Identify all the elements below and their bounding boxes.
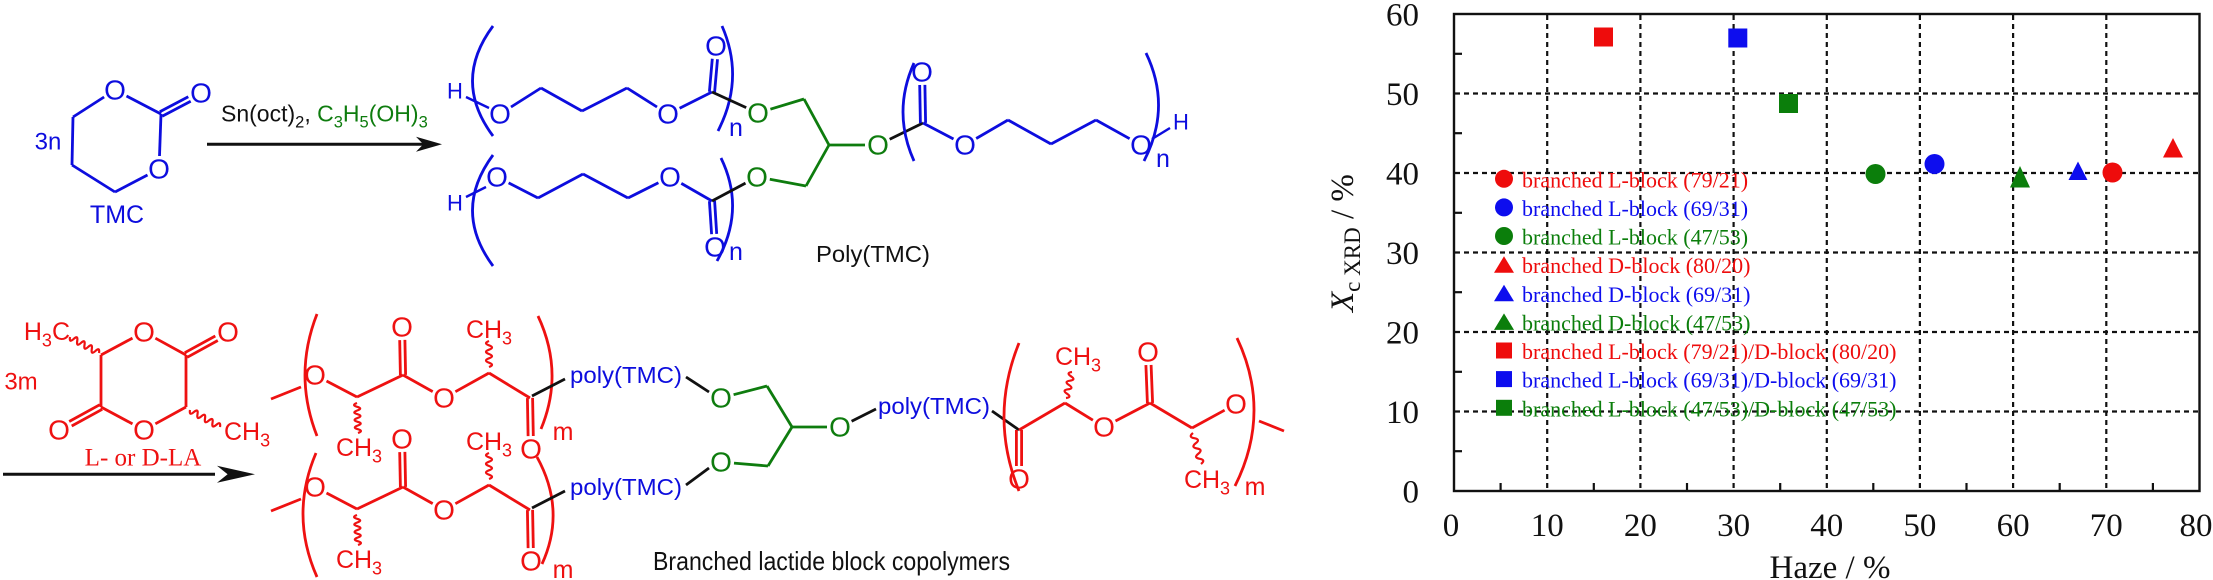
svg-text:m: m	[553, 418, 574, 446]
svg-text:O: O	[304, 472, 326, 503]
svg-text:40: 40	[1810, 508, 1843, 544]
svg-text:0: 0	[1443, 508, 1460, 544]
svg-text:branched D-block (47/53): branched D-block (47/53)	[1522, 310, 1750, 335]
svg-text:n: n	[729, 114, 743, 142]
svg-text:O: O	[217, 317, 239, 348]
svg-text:O: O	[867, 130, 889, 161]
svg-text:O: O	[746, 162, 768, 193]
svg-text:O: O	[659, 162, 681, 193]
svg-text:10: 10	[1531, 508, 1564, 544]
svg-text:O: O	[433, 495, 455, 526]
svg-text:O: O	[148, 154, 170, 185]
svg-text:30: 30	[1717, 508, 1750, 544]
svg-text:CH3: CH3	[1055, 343, 1101, 376]
svg-text:m: m	[553, 556, 574, 580]
svg-text:10: 10	[1386, 395, 1419, 431]
svg-text:O: O	[391, 312, 413, 343]
svg-text:30: 30	[1386, 236, 1419, 272]
svg-text:O: O	[133, 415, 155, 446]
svg-text:O: O	[1225, 389, 1247, 420]
svg-text:O: O	[520, 546, 542, 577]
svg-text:O: O	[104, 75, 126, 106]
svg-text:branched L-block (47/53)/D-blo: branched L-block (47/53)/D-block (47/53)	[1522, 396, 1897, 421]
svg-text:m: m	[1245, 473, 1266, 501]
svg-text:O: O	[433, 383, 455, 414]
svg-text:Branched lactide block copolym: Branched lactide block copolymers	[653, 546, 1010, 576]
svg-text:Poly(TMC): Poly(TMC)	[816, 241, 930, 267]
svg-text:H3C: H3C	[24, 318, 70, 351]
svg-text:O: O	[710, 447, 732, 478]
svg-text:O: O	[657, 99, 679, 130]
svg-text:CH3: CH3	[466, 428, 512, 461]
svg-text:O: O	[489, 99, 511, 130]
svg-text:CH3: CH3	[1184, 466, 1230, 499]
svg-text:branched D-block (69/31): branched D-block (69/31)	[1522, 282, 1750, 307]
svg-text:CH3: CH3	[224, 418, 270, 451]
svg-text:O: O	[133, 317, 155, 348]
svg-text:O: O	[391, 424, 413, 455]
svg-text:50: 50	[1903, 508, 1936, 544]
svg-text:20: 20	[1386, 316, 1419, 352]
svg-text:branched L-block (79/21)/D-blo: branched L-block (79/21)/D-block (80/20)	[1522, 339, 1897, 364]
svg-text:poly(TMC): poly(TMC)	[570, 474, 682, 500]
svg-text:L- or D-LA: L- or D-LA	[85, 445, 202, 472]
svg-text:3m: 3m	[4, 369, 37, 396]
svg-text:O: O	[486, 162, 508, 193]
svg-text:CH3: CH3	[336, 434, 382, 467]
svg-text:TMC: TMC	[90, 201, 144, 229]
svg-text:n: n	[1156, 145, 1170, 173]
svg-text:60: 60	[1386, 0, 1419, 34]
svg-text:40: 40	[1386, 157, 1419, 193]
svg-text:O: O	[304, 360, 326, 391]
svg-text:branched L-block (69/31)/D-blo: branched L-block (69/31)/D-block (69/31)	[1522, 368, 1897, 393]
svg-text:O: O	[911, 57, 933, 88]
svg-text:branched L-block (79/21): branched L-block (79/21)	[1522, 167, 1748, 192]
svg-text:branched L-block (69/31): branched L-block (69/31)	[1522, 196, 1748, 221]
svg-text:20: 20	[1624, 508, 1657, 544]
svg-text:O: O	[829, 412, 851, 443]
svg-text:3n: 3n	[35, 129, 62, 156]
svg-text:O: O	[1093, 412, 1115, 443]
svg-text:CH3: CH3	[466, 316, 512, 349]
svg-text:CH3: CH3	[336, 546, 382, 579]
svg-text:H: H	[447, 191, 463, 216]
svg-text:O: O	[190, 78, 212, 109]
svg-text:O: O	[747, 98, 769, 129]
svg-text:O: O	[1130, 130, 1152, 161]
svg-text:O: O	[1137, 337, 1159, 368]
svg-text:poly(TMC): poly(TMC)	[570, 362, 682, 388]
svg-text:H: H	[447, 79, 463, 104]
svg-text:branched L-block (47/53): branched L-block (47/53)	[1522, 225, 1748, 250]
svg-text:O: O	[710, 383, 732, 414]
svg-text:O: O	[954, 130, 976, 161]
svg-text:0: 0	[1403, 475, 1420, 511]
svg-text:O: O	[1008, 464, 1030, 495]
svg-text:Sn(oct)2, C3H5(OH)3: Sn(oct)2, C3H5(OH)3	[221, 101, 428, 132]
svg-text:Haze / %: Haze / %	[1770, 550, 1891, 580]
svg-text:50: 50	[1386, 77, 1419, 113]
svg-text:branched D-block (80/20): branched D-block (80/20)	[1522, 253, 1750, 278]
svg-text:O: O	[520, 434, 542, 465]
svg-text:70: 70	[2090, 508, 2123, 544]
svg-text:n: n	[729, 238, 743, 266]
svg-text:O: O	[48, 415, 70, 446]
svg-text:80: 80	[2180, 508, 2213, 544]
svg-text:O: O	[705, 31, 727, 62]
svg-text:H: H	[1173, 110, 1189, 135]
svg-text:poly(TMC): poly(TMC)	[878, 393, 990, 419]
svg-text:60: 60	[1997, 508, 2030, 544]
svg-text:Xc XRD / %: Xc XRD / %	[1325, 174, 1365, 314]
